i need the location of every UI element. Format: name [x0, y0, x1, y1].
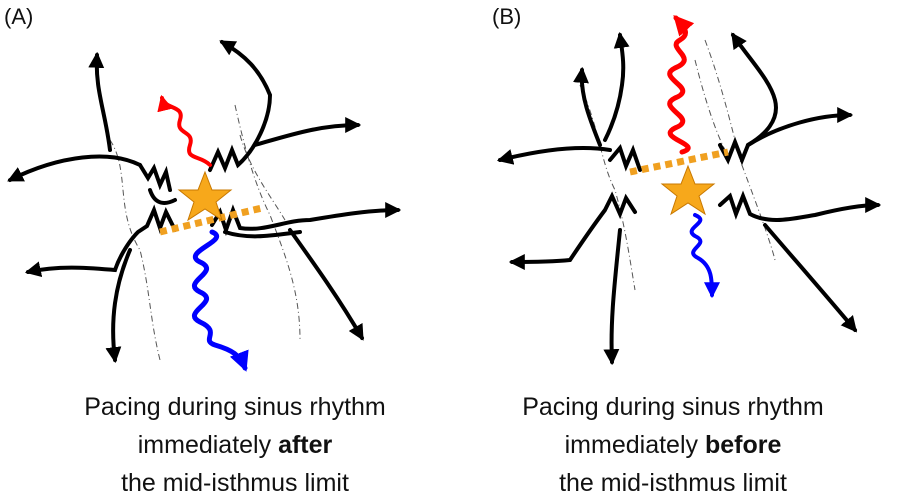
caption-line-1: Pacing during sinus rhythm: [522, 393, 824, 421]
caption-line-2-prefix: immediately: [137, 431, 279, 459]
wavefront-blue: [689, 213, 720, 299]
caption-line-1: Pacing during sinus rhythm: [84, 393, 386, 421]
caption-line-3: the mid-isthmus limit: [121, 469, 349, 497]
caption-line-2-prefix: immediately: [564, 431, 705, 459]
panel-label: (B): [492, 4, 522, 29]
caption-line-3: the mid-isthmus limit: [559, 469, 787, 497]
wavefront-red: [157, 94, 212, 167]
scar-boundary: [579, 39, 776, 291]
mid-isthmus-line: [629, 148, 729, 176]
panel-label: (A): [4, 4, 34, 29]
panel-b: (B): [450, 0, 900, 502]
scar-boundary: [109, 104, 301, 361]
isthmus-diagram: [7, 40, 402, 372]
star-icon: [177, 170, 233, 222]
star-icon: [660, 164, 716, 216]
wavefront-red: [667, 15, 695, 155]
caption-emphasis: after: [278, 431, 333, 459]
panel-a: (A): [4, 4, 402, 497]
caption-line-2: immediately before: [448, 426, 898, 464]
wavefront-black: [496, 31, 882, 366]
caption: Pacing during sinus rhythm immediately a…: [10, 388, 460, 502]
caption-emphasis: before: [704, 431, 782, 459]
wavefront-black: [7, 40, 402, 364]
wavefront-blue: [191, 229, 249, 372]
isthmus-diagram: [496, 15, 882, 366]
caption: Pacing during sinus rhythm immediately b…: [448, 388, 898, 502]
mid-isthmus-line: [159, 204, 263, 236]
caption-line-2: immediately after: [10, 426, 460, 464]
